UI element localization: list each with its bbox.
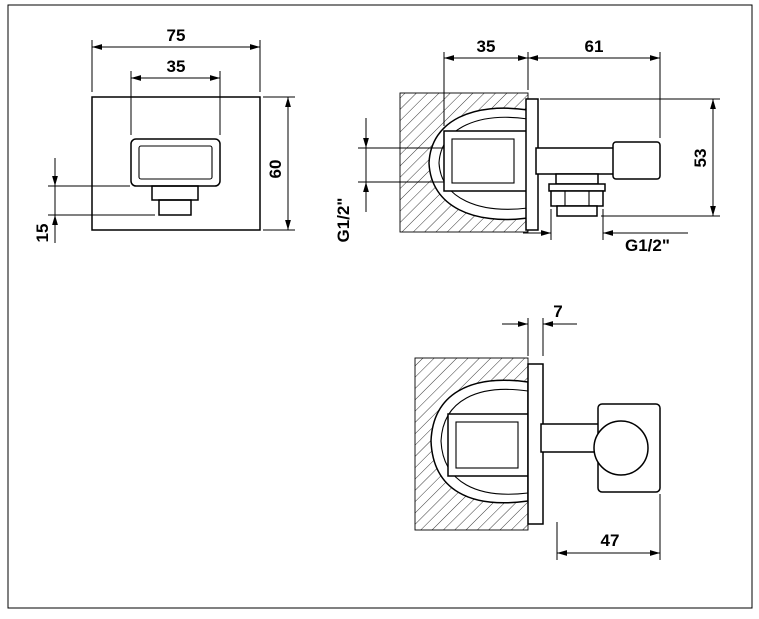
label-outlet-thread-text: G1/2" (625, 236, 670, 255)
outlet-flange (548, 183, 606, 192)
dimension-side-height: 53 (540, 98, 720, 217)
outlet-collar (556, 205, 598, 217)
recess-inner-2 (440, 388, 529, 495)
dim-projection-text: 61 (585, 37, 604, 56)
side-view-bottom: 7 47 (414, 302, 661, 560)
label-inlet-thread: G1/2" (334, 118, 444, 242)
valve-body-outer-2 (447, 413, 529, 477)
label-inlet-thread-text: G1/2" (334, 198, 353, 243)
dim-plate-offset-text: 7 (553, 302, 562, 321)
valve-body-inner-2 (455, 421, 519, 469)
dimension-projection: 61 (528, 37, 661, 138)
dimension-front-escutcheon: 35 (130, 57, 221, 135)
dim-recess-depth-text: 35 (477, 37, 496, 56)
side-view-top: 35 61 53 G1/2" (334, 37, 720, 255)
dim-front-escutcheon-text: 35 (167, 57, 186, 76)
valve-body-inner (451, 138, 515, 184)
valve-body-outer (443, 130, 529, 192)
spout-lower (158, 199, 192, 216)
arm-end-block (612, 141, 661, 180)
outlet-arm (535, 147, 621, 175)
dim-front-width-text: 75 (167, 26, 186, 45)
front-view: 75 35 60 15 (33, 26, 295, 243)
dim-holder-projection-text: 47 (601, 531, 620, 550)
dimension-front-spout: 15 (33, 158, 155, 243)
spout-upper (151, 185, 199, 201)
dimension-plate-offset: 7 (502, 302, 577, 356)
hex-nut (550, 190, 604, 207)
escutcheon-inner (138, 145, 213, 180)
sheet-border (7, 4, 753, 609)
dim-front-height-text: 60 (266, 160, 285, 179)
dimension-holder-projection: 47 (556, 494, 661, 560)
dimension-front-width: 75 (91, 26, 261, 92)
hand-shower-holder-ring (593, 420, 649, 476)
dim-side-height-text: 53 (691, 149, 710, 168)
dimension-front-height: 60 (263, 96, 295, 231)
wall-plate-front (91, 96, 261, 231)
holder-arm (540, 423, 602, 453)
label-outlet-thread: G1/2" (523, 209, 688, 255)
dim-front-spout-text: 15 (33, 224, 52, 243)
outlet-neck (555, 173, 599, 185)
recess-inner (438, 116, 529, 210)
